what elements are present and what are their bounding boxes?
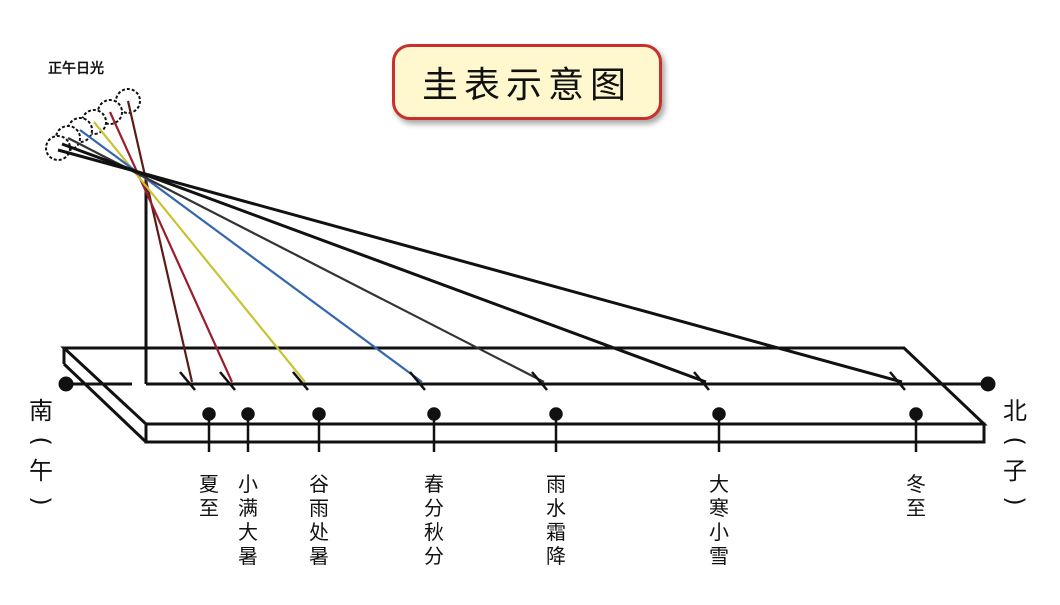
ray-dongzhi: [57, 148, 903, 384]
term-label-xiazhi: 夏至: [199, 472, 219, 520]
north-direction: 北: [1003, 397, 1027, 425]
north-paren-close: ): [1001, 496, 1029, 506]
meridian-line: [58, 376, 996, 392]
marker-dot: [312, 407, 326, 421]
ray-dahan: [61, 142, 707, 384]
north-branch: 子: [1003, 457, 1027, 485]
north-end-dot: [980, 376, 996, 392]
ruler-front-face: [144, 422, 986, 444]
marker-dot: [427, 407, 441, 421]
term-label-chunfen-qiufen: 春分秋分: [424, 472, 444, 568]
south-end-dot: [58, 376, 74, 392]
ray-xiaoman: [108, 111, 234, 383]
ray-xiazhi: [126, 100, 194, 383]
term-markers: [202, 407, 923, 452]
north-paren-open: (: [1001, 436, 1029, 446]
sun-rays: [57, 100, 903, 384]
marker-dot: [712, 407, 726, 421]
shadow-ticks: [179, 371, 906, 391]
ruler-top-face: [60, 346, 988, 426]
diagram-title-box: 圭表示意图: [392, 44, 662, 120]
ruler-board: [60, 346, 988, 444]
ray-yushui: [67, 137, 545, 383]
north-label: 北 ( 子 ): [1000, 396, 1030, 516]
sun-icon: [45, 135, 71, 161]
marker-dot: [909, 407, 923, 421]
ray-chunfen: [79, 129, 423, 383]
term-label-yushui-shuangjiang: 雨水霜降: [546, 472, 566, 568]
south-paren-close: ): [27, 496, 55, 506]
south-direction: 南: [29, 397, 53, 425]
noon-sun-label: 正午日光: [48, 61, 104, 77]
south-label: 南 ( 午 ): [26, 396, 56, 516]
term-label-dahan-xiaoxue: 大寒小雪: [709, 472, 729, 568]
marker-dot: [549, 407, 563, 421]
ruler-left-bevel: [62, 362, 148, 444]
marker-dot: [202, 407, 216, 421]
south-branch: 午: [29, 457, 53, 485]
ray-guyu: [93, 121, 306, 383]
term-label-xiaoman-dashu: 小满大暑: [238, 472, 258, 568]
term-label-dongzhi: 冬至: [906, 472, 926, 520]
diagram-title: 圭表示意图: [421, 65, 632, 106]
marker-dot: [241, 407, 255, 421]
term-label-guyu-chushu: 谷雨处暑: [309, 472, 329, 568]
south-paren-open: (: [27, 436, 55, 446]
